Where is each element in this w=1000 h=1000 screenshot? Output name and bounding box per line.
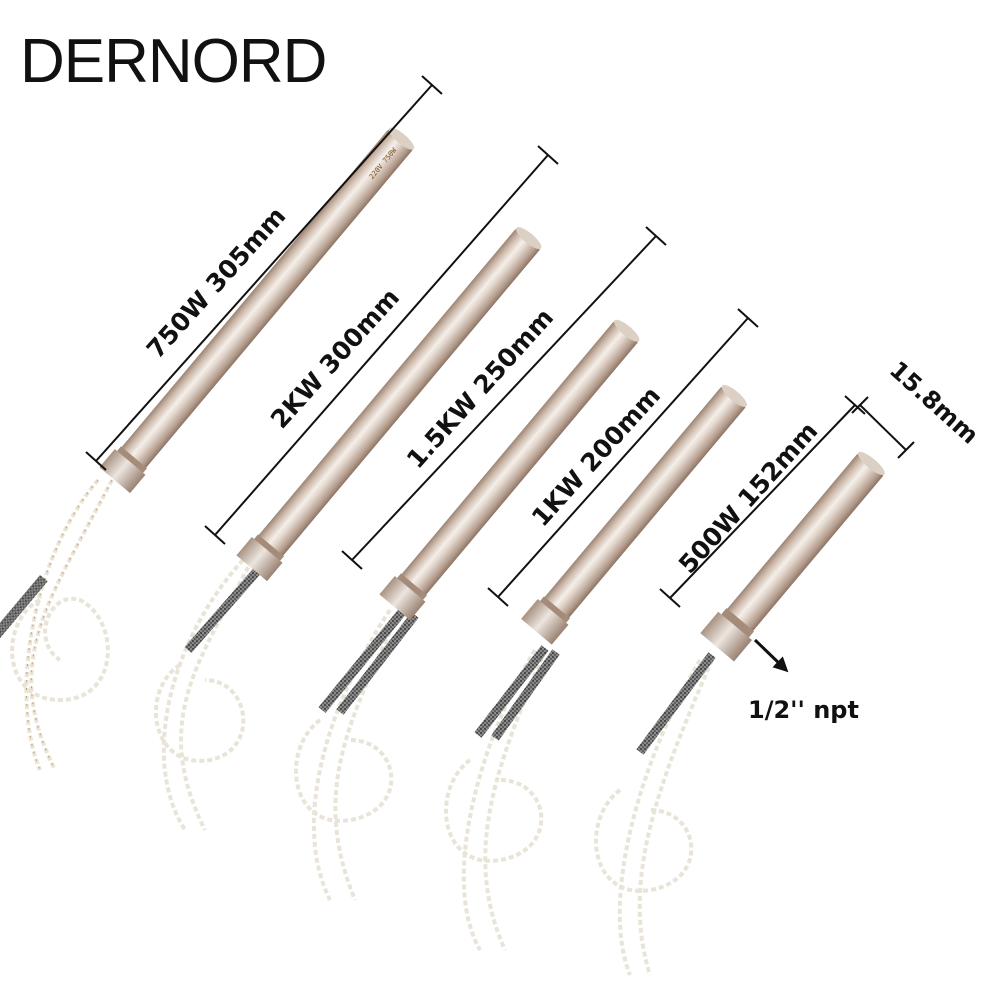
- tube-end-cap: [388, 127, 415, 150]
- lead-wire-loop: [10, 596, 110, 703]
- hex-fitting: [99, 449, 146, 494]
- braided-sleeve: [474, 645, 549, 738]
- thread-ring: [540, 596, 571, 623]
- heater-500w: 500W 152mm 15.8mm 1/2'' npt: [594, 356, 984, 976]
- heater-tube: [250, 229, 540, 566]
- thread-ring: [117, 446, 148, 473]
- heater-tube: [718, 453, 884, 642]
- lead-wires: [161, 558, 254, 832]
- thread-ring: [397, 573, 428, 600]
- brand-logo: DERNORD: [20, 27, 326, 96]
- braided-sleeve: [636, 652, 716, 755]
- diameter-dimension-line: [859, 404, 907, 451]
- hex-fitting: [521, 599, 569, 645]
- thread-ring: [721, 608, 755, 638]
- tube-end-cap: [614, 319, 640, 342]
- lead-wires: [24, 478, 114, 771]
- diameter-label: 15.8mm: [884, 356, 984, 450]
- tube-end-cap: [721, 384, 748, 407]
- dimension-line: [669, 404, 856, 599]
- heater-tube: [393, 321, 638, 605]
- thread-label: 1/2'' npt: [748, 696, 859, 724]
- hex-fitting: [379, 576, 426, 621]
- braided-sleeve: [0, 575, 48, 651]
- braided-sleeve: [318, 609, 406, 713]
- lead-wires: [617, 658, 714, 976]
- thread-ring: [254, 534, 285, 561]
- heater-tube: [536, 386, 746, 628]
- dimension-line: [214, 154, 549, 536]
- arrow-right-down-icon: [753, 638, 789, 673]
- dimension-line: [497, 317, 749, 598]
- heater-tube: [113, 129, 413, 478]
- dimension-line: [351, 235, 657, 561]
- hex-fitting: [236, 537, 283, 582]
- dimension-line: [95, 84, 433, 462]
- hex-fitting: [700, 611, 752, 662]
- lead-wires: [311, 608, 402, 901]
- tube-end-cap: [857, 451, 885, 476]
- braided-sleeve: [184, 567, 262, 653]
- tube-end-cap: [516, 227, 542, 250]
